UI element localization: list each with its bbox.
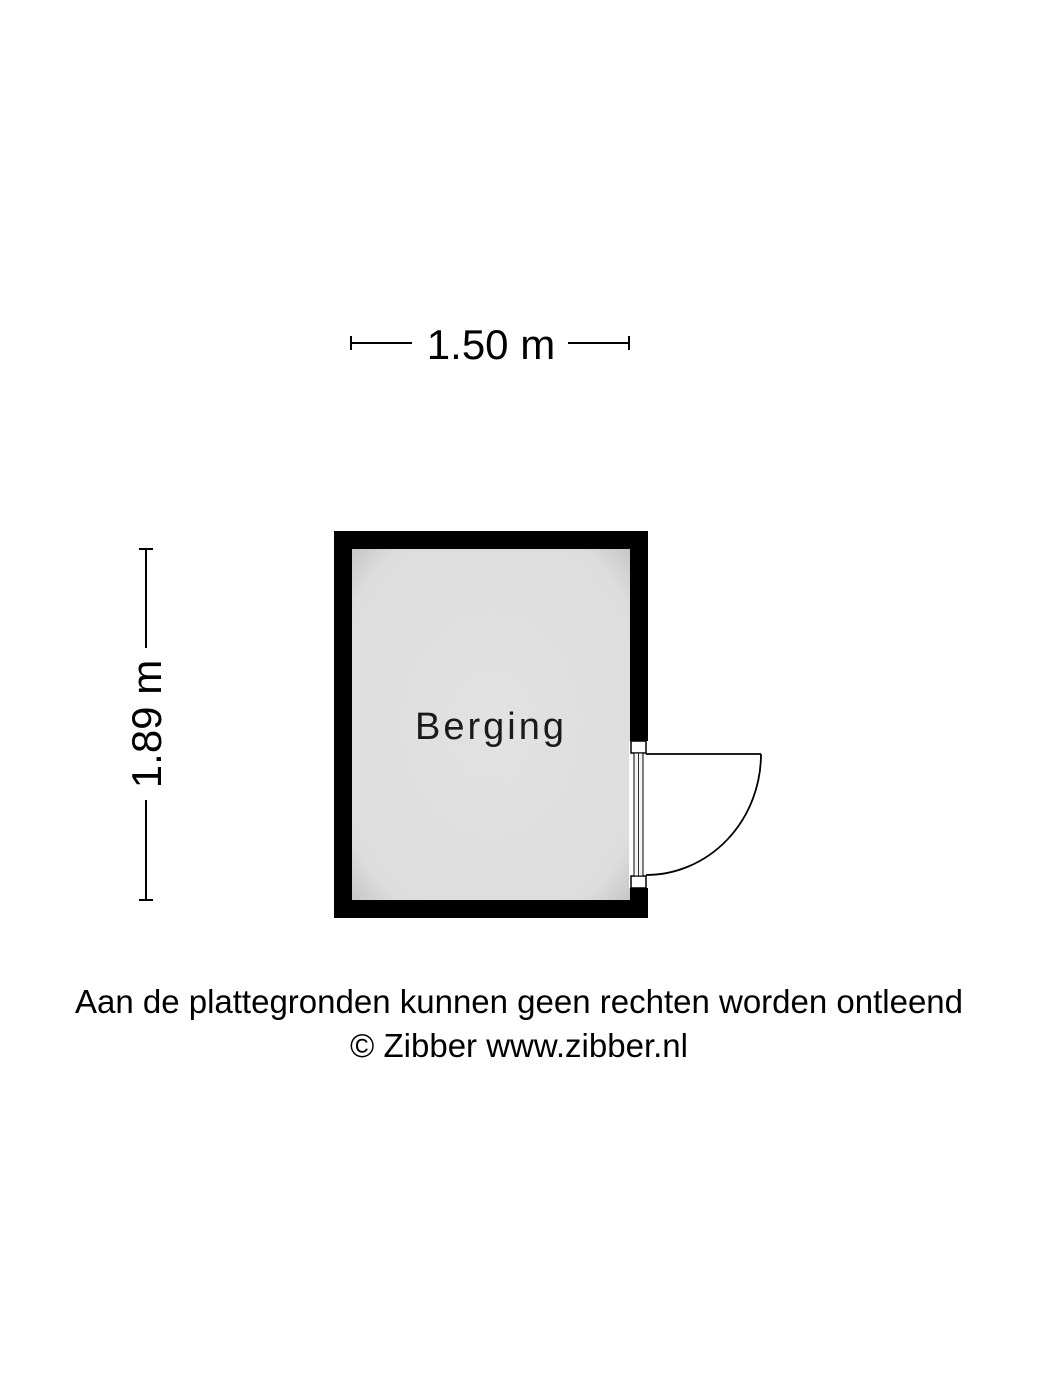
copyright-text: © Zibber www.zibber.nl xyxy=(350,1027,688,1064)
room-floor xyxy=(352,549,630,900)
width-dimension: 1.50 m xyxy=(350,321,630,368)
width-dimension-label: 1.50 m xyxy=(427,321,555,368)
height-dimension: 1.89 m xyxy=(123,548,170,901)
door-jamb-bottom xyxy=(630,875,647,889)
door-swing-arc xyxy=(645,753,762,876)
room-berging: Berging xyxy=(334,531,648,918)
disclaimer-text: Aan de plattegronden kunnen geen rechten… xyxy=(74,983,964,1020)
door-jamb-top xyxy=(630,740,647,754)
door xyxy=(629,740,762,889)
room-label: Berging xyxy=(415,706,567,748)
height-dimension-label: 1.89 m xyxy=(123,660,170,788)
